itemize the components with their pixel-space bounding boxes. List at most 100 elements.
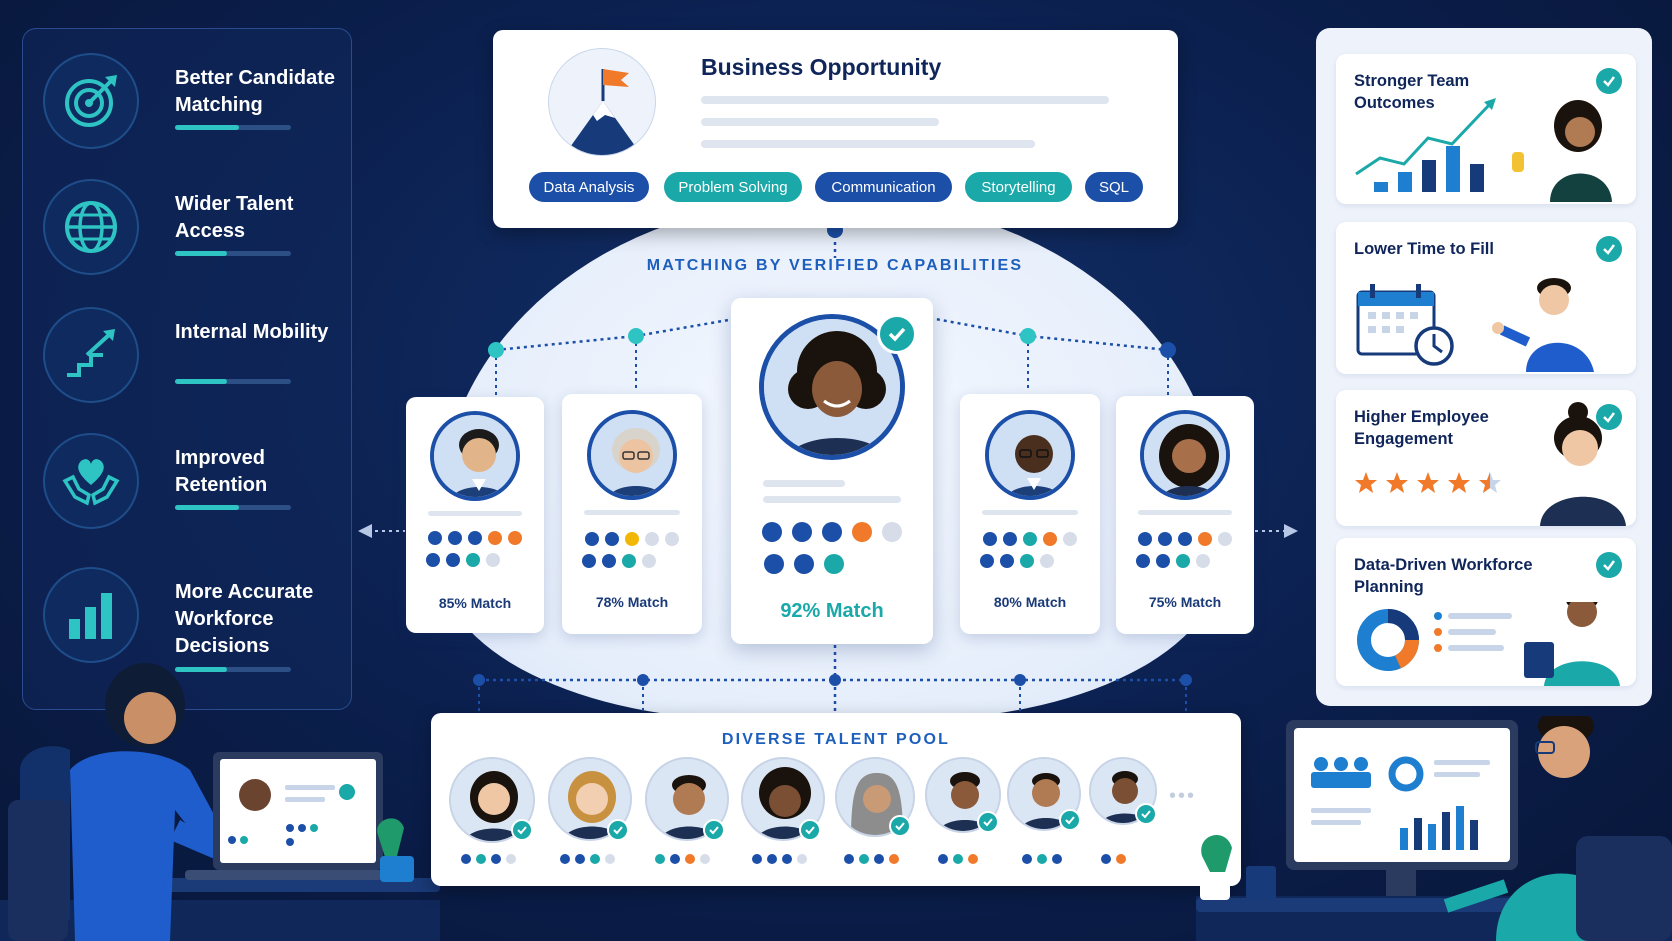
benefit-label: More Accurate Workforce Decisions [175,581,314,657]
candidate-avatar [985,410,1075,500]
benefit-workforce-decisions: More Accurate Workforce Decisions [43,567,343,687]
pool-avatar[interactable] [741,757,825,841]
skill-chip-sql[interactable]: SQL [1085,172,1143,202]
verified-check-icon [977,811,999,833]
skill-dots [960,532,1100,546]
candidate-card[interactable]: 80% Match [960,394,1100,634]
skill-dots [562,554,702,568]
target-icon [43,53,139,149]
match-score: 92% Match [780,600,884,622]
pool-avatar[interactable] [1007,757,1081,831]
check-icon [1596,552,1622,578]
bar-chart-icon [43,567,139,663]
skill-dots [406,553,544,567]
benefit-better-candidate-matching: Better Candidate Matching [43,53,343,153]
business-opportunity-title: Business Opportunity [701,54,942,80]
star-rating-icon [1355,472,1501,493]
benefit-label: Improved Retention [175,447,268,496]
benefit-progress [175,251,291,256]
pool-skill-dots [461,854,1126,864]
match-score: 80% Match [993,594,1067,610]
skill-dots [731,554,933,574]
verified-check-icon [799,819,821,841]
skill-chip-problem-solving[interactable]: Problem Solving [664,172,802,202]
verified-check-icon [511,819,533,841]
benefits-panel: Better Candidate Matching Wider Talent A… [22,28,352,710]
candidate-avatar [759,314,905,460]
outcome-stronger-team: Stronger Team Outcomes [1336,54,1636,204]
skill-dots [1116,532,1254,546]
outcome-label: Higher Employee Engagement [1354,408,1489,448]
text-placeholder-line [701,118,939,126]
check-icon [1596,236,1622,262]
outcome-label: Stronger Team Outcomes [1354,72,1470,112]
person-illustration [1540,402,1626,526]
benefit-label: Wider Talent Access [175,193,294,242]
text-placeholder-line [584,510,680,515]
top-candidate-card[interactable]: 92% Match [731,298,933,644]
verified-check-icon [1059,809,1081,831]
pool-avatar[interactable] [925,757,1001,833]
talent-pool-card: DIVERSE TALENT POOL ••• [431,713,1241,886]
text-placeholder-line [763,496,901,503]
person-at-laptop-illustration [0,663,440,941]
verified-check-icon [703,819,725,841]
match-score: 75% Match [1148,594,1222,610]
mountain-flag-icon [548,48,656,156]
check-icon [1596,404,1622,430]
verified-check-icon [889,815,911,837]
text-placeholder-line [763,480,845,487]
outcome-label: Data-Driven Workforce Planning [1354,556,1533,596]
calendar-clock-icon [1356,278,1594,372]
verified-check-icon [877,314,917,354]
text-placeholder-line [982,510,1078,515]
benefit-label: Better Candidate Matching [175,67,336,116]
benefit-progress [175,667,291,672]
outcomes-panel: Stronger Team Outcomes Lower Time to Fil… [1316,28,1652,706]
candidate-avatar [587,410,677,500]
outcome-higher-engagement: Higher Employee Engagement [1336,390,1636,526]
career-stairs-icon [43,307,139,403]
text-placeholder-line [1138,510,1232,515]
skill-chip-data-analysis[interactable]: Data Analysis [529,172,649,202]
outcome-lower-time-to-fill: Lower Time to Fill [1336,222,1636,374]
check-icon [1596,68,1622,94]
candidate-avatar [1140,410,1230,500]
skill-dots [1116,554,1254,568]
verified-check-icon [607,819,629,841]
donut-chart-icon [1357,602,1620,686]
match-score: 85% Match [438,595,512,611]
skill-chip-storytelling[interactable]: Storytelling [965,172,1072,202]
benefit-progress [175,505,291,510]
verified-check-icon [1135,803,1157,825]
growth-chart-icon [1355,98,1612,202]
talent-pool-title: DIVERSE TALENT POOL [721,731,951,748]
skill-dots [562,532,702,546]
benefit-wider-talent-access: Wider Talent Access [43,179,343,279]
candidate-card[interactable]: 78% Match [562,394,702,634]
benefit-progress [175,125,291,130]
skill-dots [731,522,933,542]
outcome-label: Lower Time to Fill [1354,240,1494,258]
benefit-improved-retention: Improved Retention [43,433,343,533]
benefit-internal-mobility: Internal Mobility [43,307,343,407]
candidate-card[interactable]: 75% Match [1116,396,1254,634]
text-placeholder-line [701,96,1109,104]
candidate-card[interactable]: 85% Match [406,397,544,633]
benefit-label: Internal Mobility [175,321,329,343]
more-candidates-indicator[interactable]: ••• [1169,785,1197,807]
heart-hands-icon [43,433,139,529]
match-score: 78% Match [595,594,669,610]
matching-heading: MATCHING BY VERIFIED CAPABILITIES [646,257,1024,274]
skill-chip-communication[interactable]: Communication [815,172,952,202]
skill-dots [960,554,1100,568]
outcome-data-driven-planning: Data-Driven Workforce Planning [1336,538,1636,686]
benefit-progress [175,379,291,384]
globe-icon [43,179,139,275]
text-placeholder-line [428,511,522,516]
analyst-at-monitor-illustration [1196,716,1672,941]
business-opportunity-card: Business Opportunity Data Analysis Probl… [493,30,1178,228]
text-placeholder-line [701,140,1035,148]
skill-dots [406,531,544,545]
